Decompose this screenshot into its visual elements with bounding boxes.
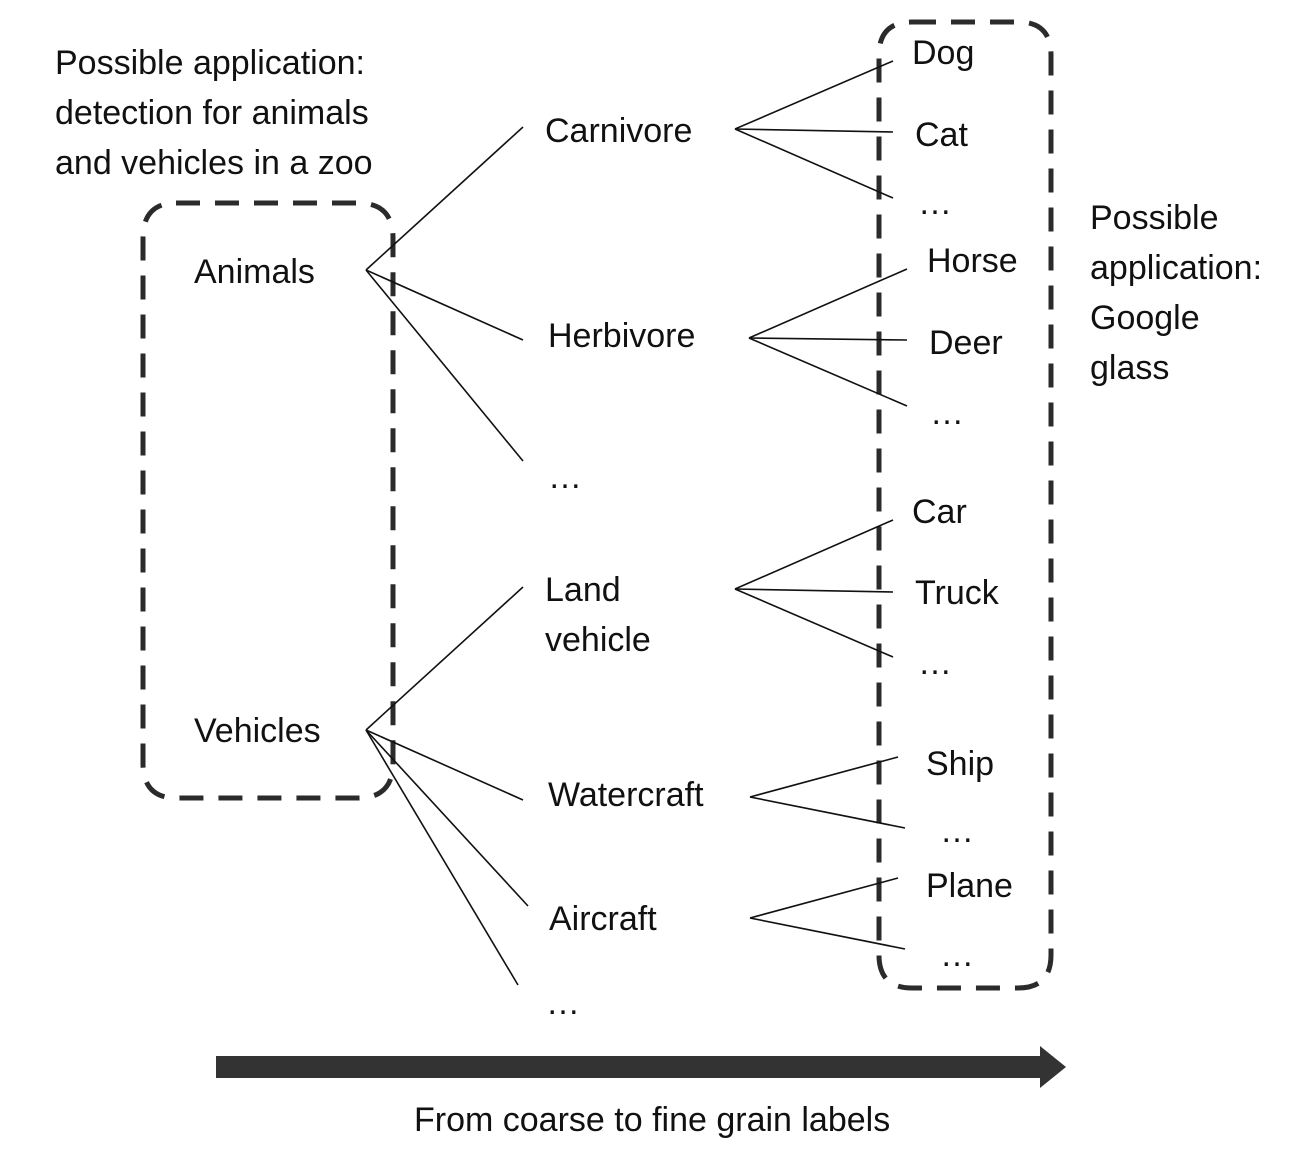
label-land-vehicle: Land vehicle [545,571,651,659]
label-herbivore-more: … [930,394,966,432]
edge-herbivore-horse [748,268,908,339]
label-horse: Horse [927,242,1018,280]
edge-land-car [734,519,894,590]
edge-watercraft-more [749,796,906,829]
edge-watercraft-ship [749,756,899,798]
label-watercraft: Watercraft [548,776,704,814]
label-herbivore: Herbivore [548,317,696,355]
label-animals: Animals [194,253,315,291]
edge-vehicles-more [365,729,519,986]
edge-aircraft-plane [749,877,899,919]
edge-animals-carnivore [365,126,524,271]
edge-herbivore-deer [748,337,908,341]
edge-vehicles-aircraft [365,729,529,907]
label-cat: Cat [915,116,968,154]
label-dog: Dog [912,34,975,72]
edge-carnivore-more [734,128,894,199]
edge-aircraft-more [749,917,906,950]
label-aircraft-more: … [940,936,976,974]
right-application-note: Possible application: Google glass [1090,199,1263,387]
left-application-note: Possible application: detection for anim… [55,44,373,182]
label-carnivore: Carnivore [545,112,693,150]
label-land-more: … [918,644,954,682]
label-truck: Truck [915,574,999,612]
edge-herbivore-more [748,337,908,407]
coarse-group-box [140,200,396,801]
label-carnivore-more: … [918,184,954,222]
label-vehicles-more: … [546,984,582,1022]
label-ship: Ship [926,745,995,783]
edge-vehicles-land [365,586,524,731]
edge-vehicles-watercraft [365,729,524,801]
edge-land-truck [734,588,894,593]
edge-animals-herbivore [365,269,524,341]
label-aircraft: Aircraft [549,900,657,938]
label-deer: Deer [929,324,1003,362]
axis-caption: From coarse to fine grain labels [414,1101,891,1139]
label-watercraft-more: … [940,812,976,850]
edge-land-more [734,588,894,658]
edge-carnivore-dog [734,60,894,130]
fine-group-box [876,19,1054,991]
label-vehicles: Vehicles [194,712,321,750]
edge-carnivore-cat [734,128,894,133]
coarse-to-fine-arrow [216,1046,1066,1088]
label-plane: Plane [926,867,1013,905]
edge-animals-more [365,269,524,462]
label-car: Car [912,493,967,531]
label-animals-more: … [548,458,584,496]
